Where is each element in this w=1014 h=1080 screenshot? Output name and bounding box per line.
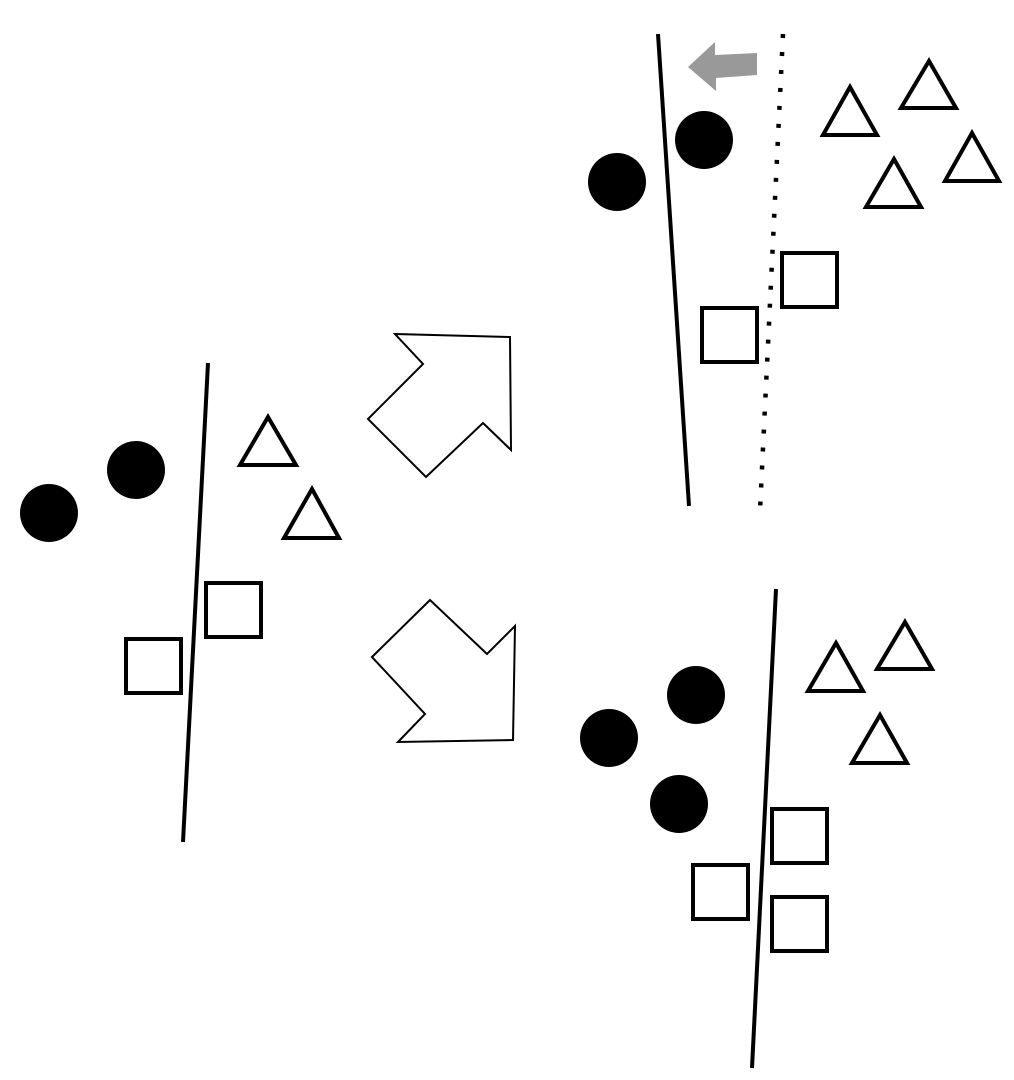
circle-2 [667, 666, 725, 724]
square-1 [204, 581, 263, 639]
square-1 [770, 807, 829, 865]
square-2 [691, 863, 750, 921]
triangle-4 [862, 154, 925, 209]
lower-boundary-line [750, 588, 778, 1069]
circle-1 [20, 484, 78, 542]
triangle-1 [819, 82, 881, 137]
triangle-2 [280, 484, 343, 540]
triangle-1 [804, 638, 867, 693]
square-2 [124, 637, 183, 695]
circle-1 [588, 153, 646, 211]
initial-panel [20, 362, 343, 843]
circle-1 [580, 709, 638, 767]
square-1 [780, 251, 839, 309]
triangle-3 [941, 128, 1003, 183]
square-3 [770, 895, 829, 953]
previous-boundary-dotted-line [757, 33, 786, 511]
lower-result-panel [580, 588, 936, 1069]
arrow-up-right-icon [366, 332, 513, 479]
upper-result-panel [588, 33, 1003, 511]
initial-boundary-line [181, 362, 210, 843]
square-2 [700, 306, 759, 364]
circle-3 [650, 775, 708, 833]
triangle-3 [848, 710, 911, 765]
circle-2 [675, 111, 733, 169]
shift-left-arrow-icon [688, 42, 757, 91]
circle-2 [107, 441, 165, 499]
triangle-1 [236, 413, 300, 467]
arrow-down-right-icon [370, 598, 517, 744]
triangle-2 [873, 618, 936, 671]
triangle-2 [897, 57, 960, 110]
upper-boundary-line [656, 33, 691, 507]
